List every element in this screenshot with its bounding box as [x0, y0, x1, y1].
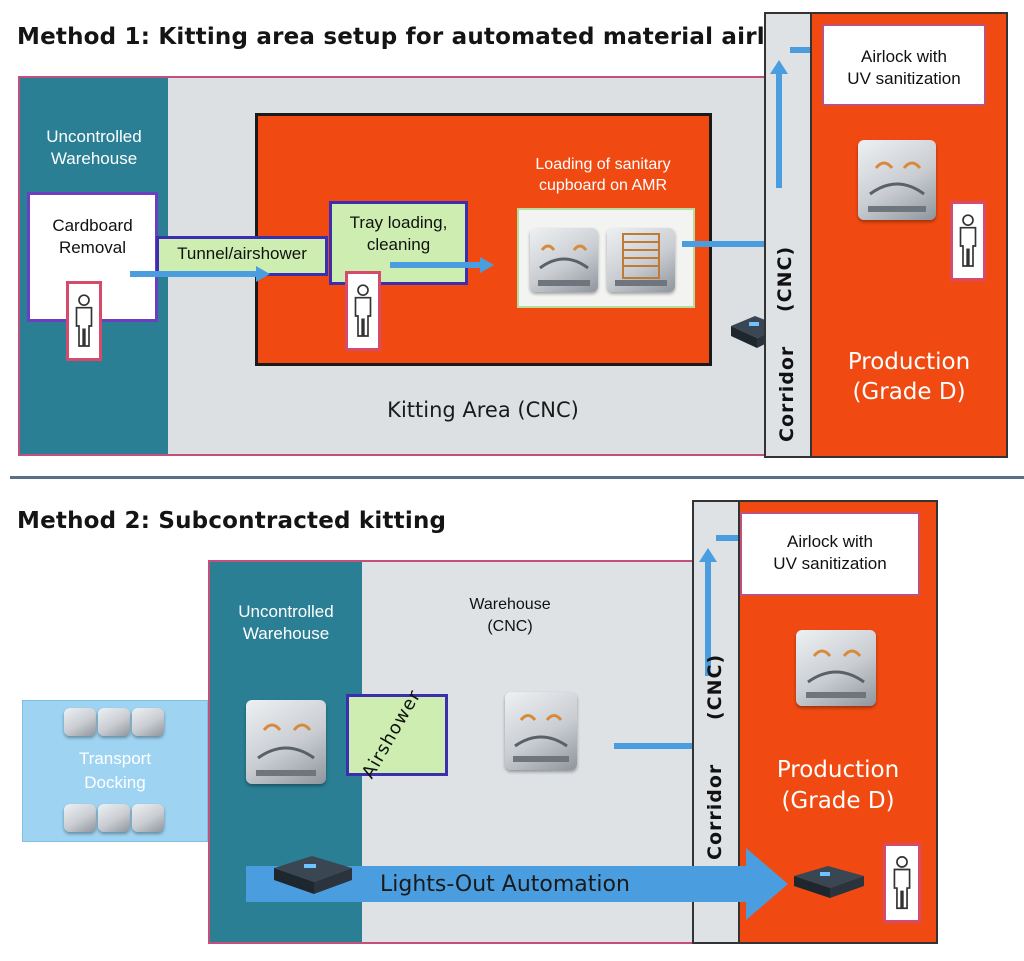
airlock-label: Airlock with UV sanitization	[773, 532, 887, 573]
sanitary-cupboard-icon	[64, 804, 96, 832]
airlock-box	[822, 24, 986, 106]
sanitary-cupboard-icon	[132, 708, 164, 736]
sanitary-cupboard-icon	[607, 228, 675, 292]
corridor-label: Corridor	[776, 345, 798, 442]
production-label: Production (Grade D)	[776, 757, 900, 814]
arrow-icon	[390, 257, 494, 273]
tunnel-airshower-label: Tunnel/airshower	[177, 244, 307, 263]
production-label: Production (Grade D)	[847, 349, 971, 405]
uncontrolled-warehouse-label: Uncontrolled Warehouse	[46, 127, 142, 168]
airlock-label: Airlock with UV sanitization	[847, 47, 961, 88]
corridor-cnc-label: (CNC)	[774, 245, 796, 312]
corridor-label: Corridor	[704, 763, 726, 860]
person-icon	[950, 201, 986, 281]
sanitary-cupboard-icon	[530, 228, 598, 292]
method2-title: Method 2: Subcontracted kitting	[17, 508, 447, 534]
sanitary-cupboard-icon	[98, 708, 130, 736]
sanitary-cupboard-icon	[858, 140, 936, 220]
lights-out-label: Lights-Out Automation	[380, 872, 630, 897]
person-icon	[66, 281, 102, 361]
transport-docking-label: Transport Docking	[78, 749, 152, 792]
sanitary-cupboard-icon	[796, 630, 876, 706]
person-icon	[883, 843, 921, 923]
corridor-cnc-label: (CNC)	[704, 653, 726, 720]
sanitary-cupboard-icon	[64, 708, 96, 736]
sanitary-cupboard-icon	[246, 700, 326, 784]
amr-robot-icon	[268, 852, 356, 898]
uncontrolled-warehouse-label: Uncontrolled Warehouse	[238, 602, 334, 643]
cardboard-removal-label: Cardboard Removal	[52, 216, 133, 257]
warehouse-label: Warehouse (CNC)	[469, 596, 551, 635]
amr-robot-icon	[788, 862, 868, 902]
person-icon	[345, 271, 381, 351]
method1-title: Method 1: Kitting area setup for automat…	[17, 24, 811, 50]
sanitary-cupboard-icon	[98, 804, 130, 832]
sanitary-cupboard-icon	[505, 692, 577, 770]
kitting-area-label: Kitting Area (CNC)	[387, 398, 579, 422]
arrow-icon	[130, 266, 270, 282]
arrow-icon	[770, 60, 788, 188]
section-divider	[10, 476, 1024, 479]
sanitary-cupboard-icon	[132, 804, 164, 832]
airlock-box	[740, 512, 920, 596]
loading-cupboard-label: Loading of sanitary cupboard on AMR	[535, 156, 671, 194]
tray-loading-label: Tray loading, cleaning	[349, 213, 448, 254]
arrow-icon	[699, 548, 717, 676]
airshower-box	[346, 694, 448, 776]
